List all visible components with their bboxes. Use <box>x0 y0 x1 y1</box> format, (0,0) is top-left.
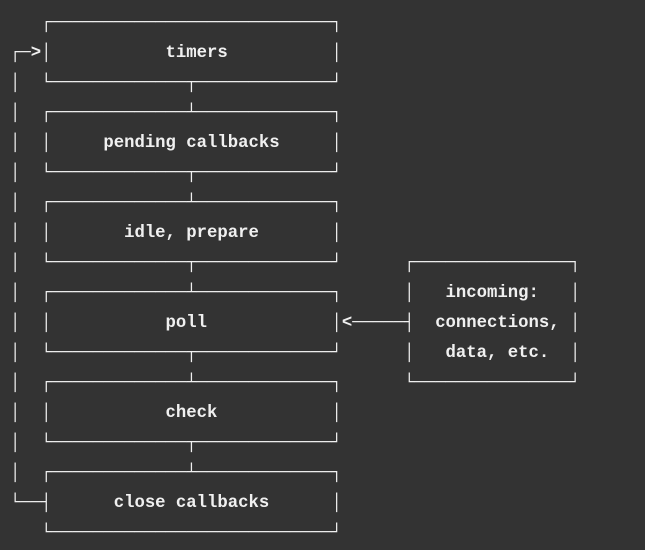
close-callbacks-label-and-loop-row: └──┤ close callbacks │ <box>10 494 342 513</box>
idle-prepare-box-top-border: │ ┌─────────────┴─────────────┐ <box>10 194 342 213</box>
event-loop-diagram: ┌───────────────────────────┐ ┌─>│ timers… <box>10 9 580 549</box>
close-callbacks-box-top-border: │ ┌─────────────┴─────────────┐ <box>10 464 342 483</box>
pending-callbacks-box-top-border: │ ┌─────────────┴─────────────┐ <box>10 104 342 123</box>
check-top-and-incoming-bottom-row: │ ┌─────────────┴─────────────┐ └───────… <box>10 374 581 393</box>
check-box-bottom-border: │ └─────────────┬─────────────┘ <box>10 434 342 453</box>
close-callbacks-box-bottom-border: └───────────────────────────┘ <box>10 524 342 543</box>
idle-prepare-bottom-and-incoming-top: │ └─────────────┬─────────────┘ ┌───────… <box>10 254 581 273</box>
timers-label-row: ┌─>│ timers │ <box>10 44 342 63</box>
idle-prepare-label-row: │ │ idle, prepare │ <box>10 224 342 243</box>
check-label-row: │ │ check │ <box>10 404 342 423</box>
poll-label-and-incoming-arrow-row: │ │ poll │<─────┤ connections, │ <box>10 314 581 333</box>
pending-callbacks-label-row: │ │ pending callbacks │ <box>10 134 342 153</box>
poll-bottom-and-incoming-data-row: │ └─────────────┬─────────────┘ │ data, … <box>10 344 581 363</box>
timers-box-bottom-border: │ └─────────────┬─────────────┘ <box>10 74 342 93</box>
poll-top-and-incoming-label-row: │ ┌─────────────┴─────────────┐ │ incomi… <box>10 284 581 303</box>
pending-callbacks-box-bottom-border: │ └─────────────┬─────────────┘ <box>10 164 342 183</box>
timers-box-top-border: ┌───────────────────────────┐ <box>10 14 342 33</box>
